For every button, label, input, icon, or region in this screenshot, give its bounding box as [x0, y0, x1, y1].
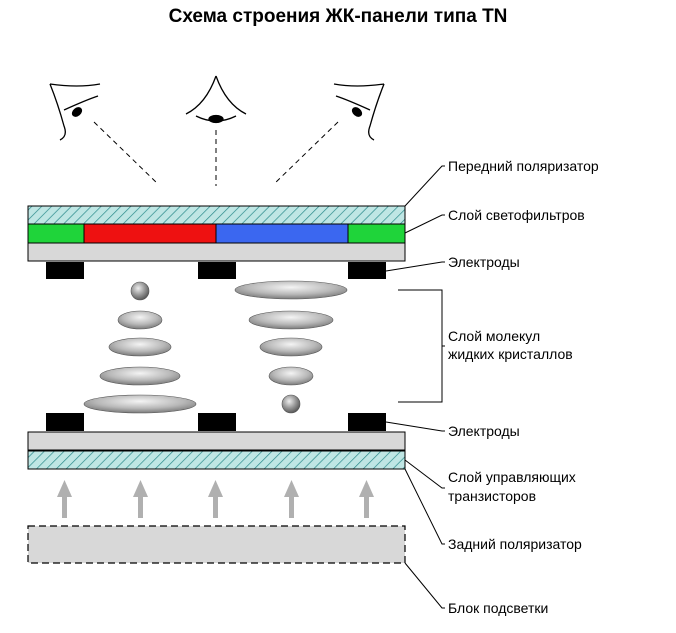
top-glass	[27, 242, 406, 262]
lc-molecule	[268, 366, 314, 386]
eye-right-icon	[333, 83, 385, 141]
label-electrodes-bottom: Электроды	[448, 423, 520, 439]
lc-molecule	[99, 366, 181, 386]
filter-red	[83, 223, 217, 244]
label-tft-line2: транзисторов	[448, 488, 536, 504]
arrow-up-icon	[57, 480, 72, 518]
leader-lines	[385, 165, 445, 609]
backlight-unit	[27, 525, 406, 564]
arrow-up-icon	[208, 480, 223, 518]
bottom-glass	[27, 431, 406, 451]
lc-molecule	[234, 280, 348, 300]
electrode	[46, 262, 84, 279]
light-arrows	[57, 480, 374, 518]
top-electrodes	[46, 262, 386, 279]
color-filter-layer	[27, 223, 406, 244]
label-color-filters: Слой светофильтров	[448, 207, 585, 223]
arrow-up-icon	[284, 480, 299, 518]
label-front-polarizer: Передний поляризатор	[448, 158, 599, 174]
lc-molecule	[117, 310, 163, 330]
lc-molecule	[281, 394, 301, 414]
label-rear-polarizer: Задний поляризатор	[448, 536, 582, 552]
transistor-layer	[27, 450, 406, 470]
filter-blue	[215, 223, 349, 244]
electrode	[46, 413, 84, 431]
label-backlight: Блок подсветки	[448, 600, 548, 616]
diagram-title: Схема строения ЖК-панели типа TN	[168, 6, 508, 27]
filter-green-right	[347, 223, 406, 244]
eye-front-icon	[185, 75, 247, 124]
lc-molecule	[108, 337, 172, 357]
lc-molecules-left	[83, 281, 197, 414]
lc-molecule	[248, 310, 334, 330]
label-electrodes-top: Электроды	[448, 254, 520, 270]
arrow-up-icon	[359, 480, 374, 518]
lc-molecule	[130, 281, 150, 301]
label-lc-line2: жидких кристаллов	[448, 346, 573, 362]
bottom-electrodes	[46, 413, 386, 431]
view-lines	[93, 121, 339, 186]
label-lc-line1: Слой молекул	[448, 328, 540, 344]
eye-left-icon	[49, 83, 101, 141]
electrode	[198, 262, 236, 279]
electrode	[348, 262, 386, 279]
label-tft-line1: Слой управляющих	[448, 469, 576, 485]
electrode	[348, 413, 386, 431]
electrode	[198, 413, 236, 431]
front-polarizer	[27, 205, 406, 225]
lc-molecule	[259, 337, 323, 357]
lc-molecule	[83, 394, 197, 414]
arrow-up-icon	[133, 480, 148, 518]
filter-green-left	[27, 223, 85, 244]
lc-molecules-right	[234, 280, 348, 414]
